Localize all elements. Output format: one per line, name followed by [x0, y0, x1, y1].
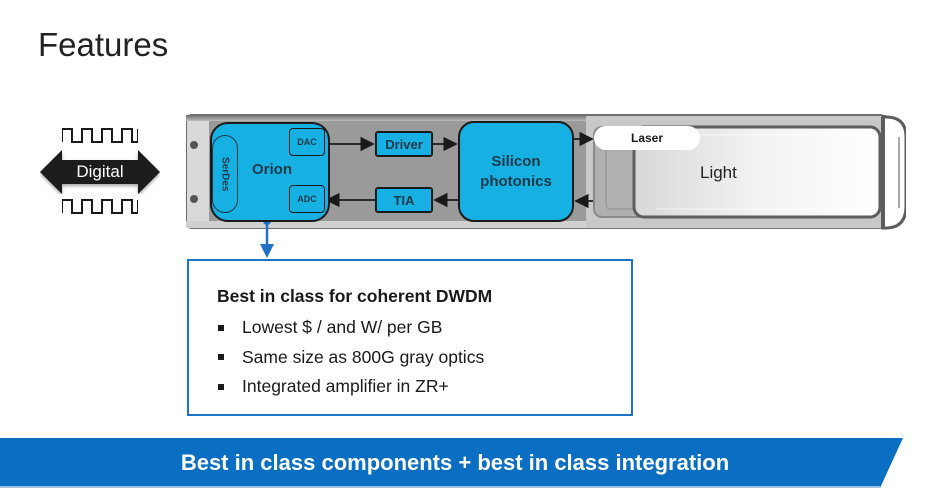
silicon-photonics-label-line1: Silicon: [491, 152, 541, 170]
page-title: Features: [38, 26, 169, 63]
feature-item: Same size as 800G gray optics: [217, 343, 484, 373]
light-label: Light: [700, 163, 737, 182]
bullet-icon: [218, 324, 224, 331]
silicon-photonics-block: Silicon photonics: [458, 121, 574, 222]
feature-list: Lowest $ / and W/ per GB Same size as 80…: [217, 313, 484, 402]
feature-item-text: Integrated amplifier in ZR+: [242, 376, 449, 396]
feature-item: Lowest $ / and W/ per GB: [217, 313, 484, 343]
laser-label: Laser: [594, 126, 700, 150]
digital-label: Digital: [76, 162, 124, 181]
tia-block: TIA: [375, 187, 433, 213]
feature-box: [187, 259, 633, 416]
silicon-photonics-label-line2: photonics: [480, 172, 552, 190]
bidirectional-arrow-icon: [40, 150, 160, 194]
square-wave-icon: [62, 199, 138, 214]
banner-background: [0, 438, 903, 488]
bullet-icon: [218, 354, 224, 361]
serdes-label: SerDes: [219, 156, 231, 192]
square-wave-icon: [62, 128, 138, 143]
banner-text: Best in class components + best in class…: [180, 450, 730, 475]
feature-item: Integrated amplifier in ZR+: [217, 372, 484, 402]
adc-block: ADC: [289, 185, 325, 213]
feature-item-text: Same size as 800G gray optics: [242, 346, 485, 367]
feature-item-text: Lowest $ / and W/ per GB: [242, 317, 443, 337]
feature-box-title: Best in class for coherent DWDM: [217, 286, 493, 306]
bullet-icon: [218, 383, 224, 390]
connector-arrowhead: [260, 244, 274, 258]
serdes-block: SerDes: [212, 135, 238, 213]
driver-block: Driver: [375, 131, 433, 157]
orion-label: Orion: [252, 161, 292, 178]
dac-block: DAC: [289, 128, 325, 156]
